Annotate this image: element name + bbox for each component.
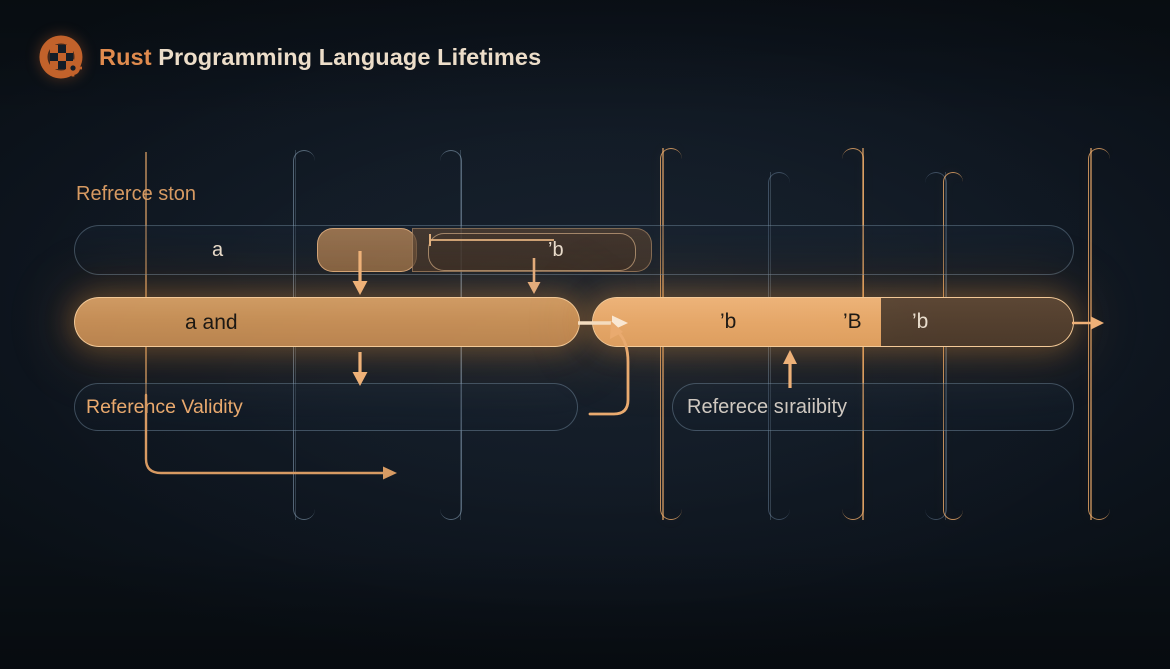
down-arrow-2-icon — [523, 258, 545, 296]
lifetime-bar-highlight-segment — [593, 298, 881, 346]
bottom-flow-arrow-icon — [135, 393, 410, 487]
down-arrow-3-icon — [348, 352, 372, 388]
up-arrow-icon — [779, 348, 801, 388]
validity-row-right[interactable] — [672, 383, 1074, 431]
lifetime-bar-dark-segment — [881, 298, 1073, 346]
lifetime-bar-row[interactable] — [74, 297, 580, 347]
timeline-guide-left — [145, 152, 147, 402]
down-arrow-1-icon — [348, 251, 372, 297]
validity-row-left[interactable] — [74, 383, 578, 431]
right-arrow-outflow-icon — [1072, 312, 1108, 334]
lifetime-bar-row-right[interactable] — [592, 297, 1074, 347]
timeline-guide-right — [1090, 148, 1092, 520]
curved-feedback-arrow-icon — [578, 310, 658, 420]
label-reference-section: Refrerce ston — [76, 183, 197, 205]
page-title: Rust Programming Language Lifetimes — [99, 44, 541, 71]
top-row-connector-tick — [428, 232, 558, 248]
page-header: Rust Programming Language Lifetimes — [36, 32, 541, 82]
rust-gear-logo-icon — [36, 32, 86, 82]
scope-bracket-orange-far-right — [1088, 148, 1110, 520]
page-title-rest: Programming Language Lifetimes — [151, 43, 542, 70]
lifetime-block-a-extension — [412, 228, 652, 272]
lifetime-block-a[interactable] — [317, 228, 417, 272]
page-title-accent: Rust — [99, 43, 152, 70]
